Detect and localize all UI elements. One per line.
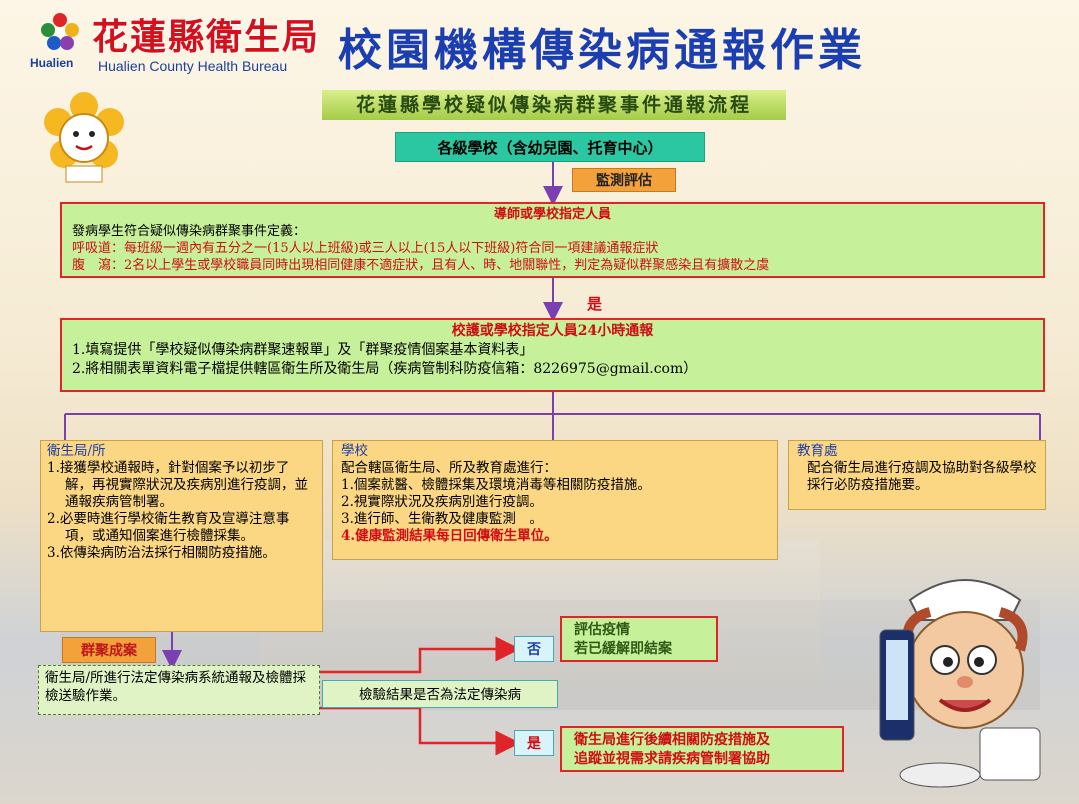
yes-label: 是 — [587, 295, 603, 313]
diarrhea-criteria: 腹 瀉：2名以上學生或學校職員同時出現相同健康不適症狀，且有人、時、地關聯性，判… — [72, 258, 770, 273]
monitor-label: 監測評估 — [572, 168, 676, 192]
report-24h-heading: 校護或學校指定人員24小時通報 — [451, 323, 654, 339]
follow-up-line-1: 衛生局進行後續相關防疫措施及 — [574, 732, 770, 748]
health-item: 3.依傳染病防治法採行相關防疫措施。 — [47, 545, 276, 561]
report-step-2: 2.將相關表單資料電子檔提供轄區衛生所及衛生局（疾病管制科防疫信箱：822697… — [72, 361, 698, 377]
health-bureau-box: 衛生局/所 1.接獲學校通報時，針對個案予以初步了解，再視實際狀況及疾病別進行疫… — [40, 440, 323, 632]
bureau-name-en: Hualien County Health Bureau — [98, 58, 288, 74]
bureau-logo-icon — [41, 13, 79, 50]
report-24h-box: 校護或學校指定人員24小時通報 1.填寫提供「學校疑似傳染病群聚速報單」及「群聚… — [60, 318, 1045, 392]
definition-heading: 導師或學校指定人員 — [493, 207, 611, 222]
education-title: 教育處 — [797, 443, 838, 459]
page-title: 校園機構傳染病通報作業 — [338, 25, 866, 76]
mascot-flower-icon — [44, 92, 124, 183]
bureau-name-cn: 花蓮縣衛生局 — [92, 16, 321, 58]
school-intro: 配合轄區衛生局、所及教育處進行： — [341, 460, 557, 476]
definition-box: 導師或學校指定人員 發病學生符合疑似傳染病群聚事件定義： 呼吸道：每班級一週內有… — [60, 202, 1045, 278]
evaluate-line-1: 評估疫情 — [574, 622, 630, 638]
school-item: 2.視實際狀況及疾病別進行疫調。 — [341, 494, 543, 510]
school-start-box: 各級學校（含幼兒園、托育中心） — [395, 132, 705, 162]
respiratory-criteria: 呼吸道：每班級一週內有五分之一(15人以上班級)或三人以上(15人以下班級)符合… — [72, 241, 659, 256]
cluster-confirmed-label: 群聚成案 — [62, 637, 156, 663]
report-step-1: 1.填寫提供「學校疑似傳染病群聚速報單」及「群聚疫情個案基本資料表」 — [72, 342, 534, 358]
nurse-mascot-icon — [879, 579, 1041, 788]
school-item: 1.個案就醫、檢體採集及環境消毒等相關防疫措施。 — [341, 477, 651, 493]
background-building — [260, 540, 820, 690]
school-box: 學校 配合轄區衛生局、所及教育處進行： 1.個案就醫、檢體採集及環境消毒等相關防… — [332, 440, 778, 560]
statutory-report-box: 衛生局/所進行法定傳染病系統通報及檢體採檢送驗作業。 — [38, 665, 320, 715]
flow-subtitle: 花蓮縣學校疑似傳染病群聚事件通報流程 — [322, 90, 786, 120]
evaluate-line-2: 若已緩解即結案 — [574, 641, 672, 657]
evaluate-box: 評估疫情 若已緩解即結案 — [560, 616, 718, 662]
health-bureau-title: 衛生局/所 — [47, 443, 106, 459]
school-item: 3.進行師、生衛教及健康監測 。 — [341, 511, 543, 527]
follow-up-box: 衛生局進行後續相關防疫措施及 追蹤並視需求請疾病管制署協助 — [560, 726, 844, 772]
no-label: 否 — [514, 636, 554, 662]
education-dept-box: 教育處 配合衛生局進行疫調及協助對各級學校採行必防疫措施要。 — [788, 440, 1046, 510]
yes-label-2: 是 — [514, 730, 554, 756]
health-item: 2.必要時進行學校衛生教育及宣導注意事項，或通知個案進行檢體採集。 — [47, 511, 290, 544]
logo-subtext: Hualien — [30, 56, 74, 70]
education-text: 配合衛生局進行疫調及協助對各級學校採行必防疫措施要。 — [807, 460, 1037, 493]
school-item-highlight: 4.健康監測結果每日回傳衛生單位。 — [341, 528, 558, 544]
health-item: 1.接獲學校通報時，針對個案予以初步了解，再視實際狀況及疾病別進行疫調，並通報疾… — [47, 460, 308, 510]
definition-intro: 發病學生符合疑似傳染病群聚事件定義： — [72, 224, 307, 239]
follow-up-line-2: 追蹤並視需求請疾病管制署協助 — [574, 751, 770, 767]
lab-result-question: 檢驗結果是否為法定傳染病 — [322, 680, 558, 708]
school-title: 學校 — [341, 443, 368, 459]
